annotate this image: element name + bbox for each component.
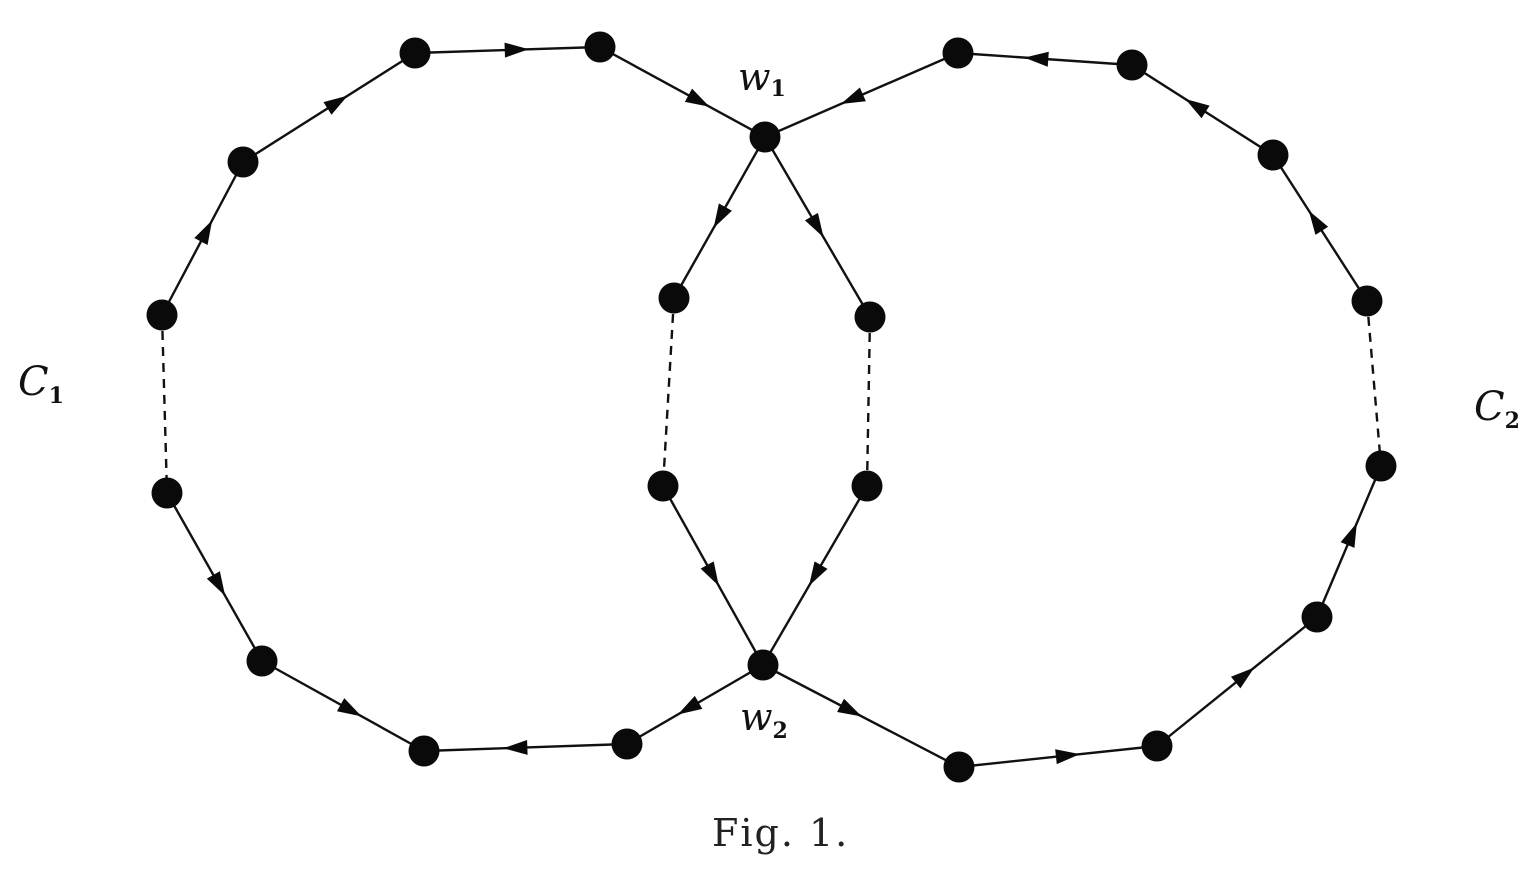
- vertex-w2: [747, 649, 779, 681]
- vertex-M2: [647, 470, 679, 502]
- vertex-R2: [1116, 49, 1148, 81]
- arrowhead-icon: [1308, 210, 1329, 235]
- vertex-L1: [399, 37, 431, 69]
- label-c1: C1: [18, 359, 64, 409]
- edge-L2-w1: [599, 45, 766, 139]
- arrowhead-icon: [804, 212, 824, 238]
- vertex-M4: [851, 470, 883, 502]
- vertex-L8: [611, 728, 643, 760]
- arrowhead-icon: [1185, 99, 1210, 119]
- arrowhead-icon: [837, 698, 862, 717]
- vertex-L5: [151, 477, 183, 509]
- arrowhead-icon: [840, 87, 866, 104]
- dashed-edge-M1-M2: [661, 297, 676, 487]
- arrowheads: [194, 42, 1357, 765]
- vertex-M1: [658, 282, 690, 314]
- vertex-M3: [854, 301, 886, 333]
- arrowhead-icon: [206, 571, 226, 596]
- arrowhead-icon: [1055, 749, 1080, 765]
- vertex-R4: [1351, 285, 1383, 317]
- vertex-R8: [943, 751, 975, 783]
- vertex-L6: [246, 645, 278, 677]
- arrowhead-icon: [700, 561, 719, 586]
- arrowhead-icon: [1024, 51, 1049, 67]
- figure-caption: Fig. 1.: [712, 811, 849, 855]
- arrowhead-icon: [1340, 522, 1357, 548]
- dashed-edge-M3-M4: [865, 316, 872, 487]
- arrowhead-icon: [336, 698, 362, 717]
- arrowhead-icon: [1230, 667, 1255, 689]
- arrowhead-icon: [194, 220, 213, 245]
- vertex-L2: [584, 31, 616, 63]
- arrowhead-icon: [323, 95, 348, 115]
- vertex-L3: [227, 146, 259, 178]
- dashed-edge-R4-R5: [1365, 300, 1383, 467]
- vertex-w1: [749, 121, 781, 153]
- vertices: [146, 31, 1397, 783]
- arrowhead-icon: [713, 203, 732, 228]
- vertex-R5: [1365, 450, 1397, 482]
- vertex-L4: [146, 299, 178, 331]
- dashed-edge-L4-L5: [160, 314, 169, 494]
- arrowhead-icon: [503, 739, 528, 755]
- arrowhead-icon: [684, 88, 710, 107]
- label-c2: C2: [1474, 384, 1520, 434]
- vertex-R6: [1301, 601, 1333, 633]
- vertex-L7: [408, 735, 440, 767]
- arrowhead-icon: [677, 695, 703, 715]
- vertex-R3: [1257, 139, 1289, 171]
- arrowhead-icon: [504, 42, 529, 58]
- vertex-R1: [942, 37, 974, 69]
- vertex-R7: [1141, 730, 1173, 762]
- label-w2: w2: [740, 695, 788, 744]
- arrowhead-icon: [808, 561, 828, 586]
- label-w1: w1: [738, 55, 786, 102]
